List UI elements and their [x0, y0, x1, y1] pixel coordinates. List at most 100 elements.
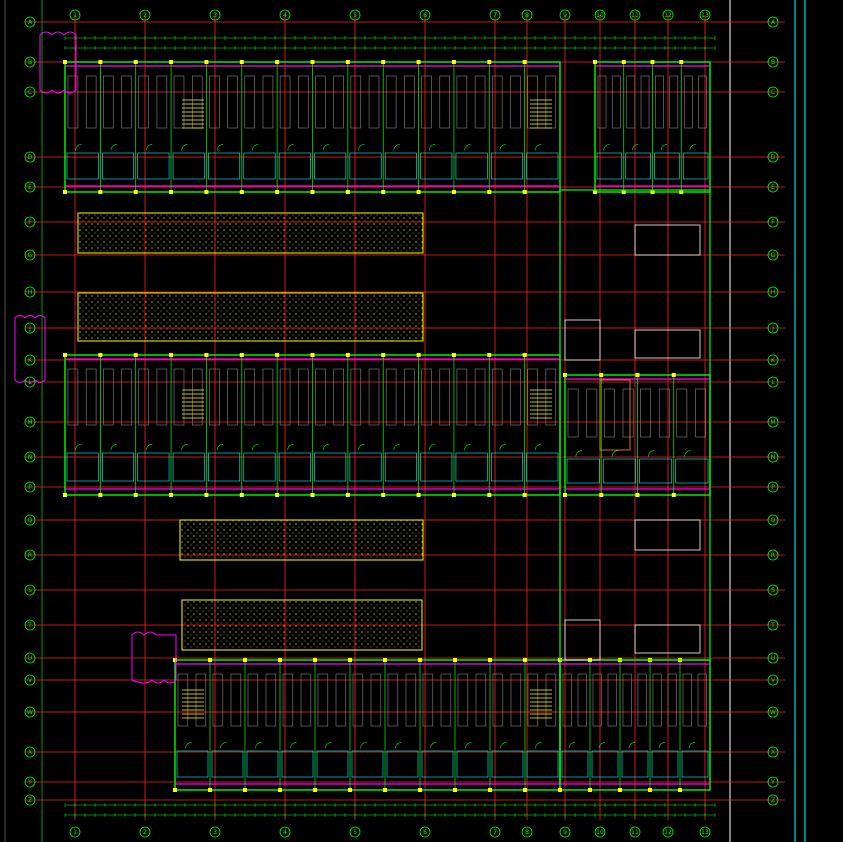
bed-shape [333, 368, 344, 426]
bed-shape [622, 388, 634, 438]
row-axis-bubble [24, 481, 36, 493]
bed-shape [244, 368, 255, 426]
structural-column [98, 60, 103, 64]
structural-column [522, 493, 527, 497]
structural-column [588, 788, 592, 792]
door-swing [216, 144, 224, 151]
row-axis-bubble [24, 151, 36, 163]
bed-shape [121, 75, 132, 129]
bed-shape [315, 75, 326, 129]
bed-shape [156, 75, 168, 129]
door-swing [568, 742, 576, 749]
column-axis-bubble [594, 826, 606, 838]
bed-shape [652, 673, 662, 727]
bathroom-shape [384, 152, 417, 180]
structural-column [243, 658, 247, 662]
door-swing [181, 144, 188, 151]
structural-column [451, 353, 456, 357]
door-swing [628, 742, 636, 749]
bed-shape [212, 673, 224, 727]
door-swing [255, 742, 262, 749]
bed-shape [562, 673, 572, 727]
door-swing [75, 144, 82, 151]
bed-shape [350, 75, 362, 129]
row-axis-label: U [771, 655, 775, 662]
bed-shape [607, 673, 617, 727]
bathroom-shape [526, 152, 559, 180]
bed-shape [510, 75, 521, 129]
structural-column [310, 353, 315, 357]
row-axis-label: L [28, 379, 32, 386]
bed-shape [156, 368, 168, 426]
structural-column [310, 190, 315, 194]
bed-shape [282, 673, 294, 727]
row-axis-label: T [770, 622, 775, 629]
bed-shape [385, 75, 397, 129]
structural-column [204, 353, 209, 357]
structural-column [275, 353, 280, 357]
bed-shape [567, 388, 579, 438]
row-axis-bubble [767, 652, 779, 664]
door-swing [598, 742, 606, 749]
column-axis-bubble [699, 9, 711, 21]
bed-shape [279, 368, 291, 426]
bed-shape [474, 368, 486, 426]
bathroom-shape [456, 750, 489, 778]
bed-shape [85, 75, 97, 129]
door-swing [689, 144, 696, 151]
row-axis-label: Q [28, 517, 33, 524]
door-swing [499, 443, 506, 451]
column-axis-bubble [489, 9, 501, 21]
bathroom-shape [208, 152, 241, 180]
column-axis-label: 1 [73, 12, 77, 19]
row-axis-label: P [771, 484, 775, 491]
row-axis-bubble [767, 322, 779, 334]
bathroom-shape [208, 452, 241, 482]
bathroom-shape [278, 452, 311, 482]
column-axis-bubble [559, 826, 571, 838]
bathroom-shape [420, 152, 453, 180]
row-axis-label: M [770, 419, 775, 426]
column-axis-bubble [594, 9, 606, 21]
row-axis-bubble [767, 514, 779, 526]
structural-column [487, 353, 492, 357]
row-axis-bubble [767, 794, 779, 806]
bathroom-shape [681, 750, 709, 778]
door-swing [252, 443, 259, 451]
bathroom-shape [281, 750, 314, 778]
bed-shape [683, 75, 693, 129]
bed-shape [195, 673, 207, 727]
column-axis-label: 12 [664, 829, 672, 836]
door-swing [464, 443, 471, 451]
structural-column [487, 60, 492, 64]
door-swing [632, 144, 639, 151]
column-axis-label: 12 [664, 12, 672, 19]
door-swing [216, 443, 224, 451]
structural-column [453, 788, 457, 792]
bed-shape [456, 368, 468, 426]
stair-symbol [530, 389, 552, 419]
structural-column [310, 60, 315, 64]
door-swing [358, 443, 365, 451]
structural-column [523, 788, 527, 792]
structural-column [204, 493, 209, 497]
stair-symbol [530, 689, 552, 719]
bathroom-shape [455, 152, 488, 180]
bed-shape [474, 75, 486, 129]
column-axis-bubble [699, 826, 711, 838]
bed-shape [247, 673, 259, 727]
row-axis-label: R [28, 552, 32, 559]
stair-symbol [182, 99, 204, 129]
structural-column [488, 788, 492, 792]
row-axis-bubble [767, 776, 779, 788]
structural-column [679, 60, 684, 64]
bed-shape [527, 368, 538, 426]
bed-shape [67, 368, 79, 426]
bathroom-shape [314, 452, 347, 482]
column-axis-bubble [139, 826, 151, 838]
bed-shape [405, 673, 417, 727]
bed-shape [421, 368, 432, 426]
bed-shape [177, 673, 189, 727]
bed-shape [637, 673, 647, 727]
bed-shape [492, 673, 504, 727]
